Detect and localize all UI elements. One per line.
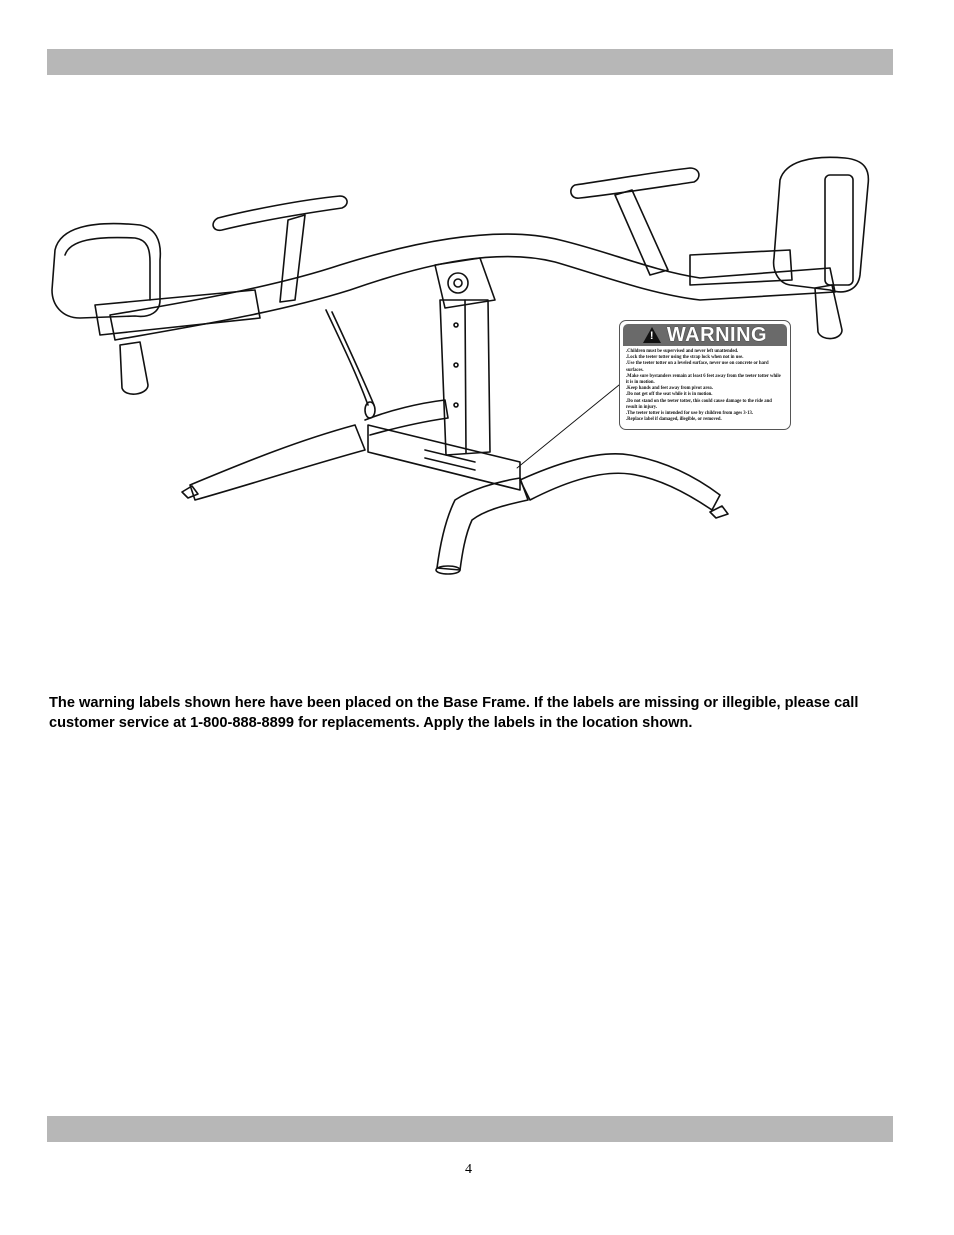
warning-line: .Make sure bystanders remain at least 6 … [626, 373, 781, 386]
warning-label-title: WARNING [666, 323, 768, 346]
left-handle-bar [212, 195, 348, 232]
left-seat-back [51, 222, 162, 319]
warning-label-lines: .Children must be supervised and never l… [626, 349, 784, 423]
right-handle-bar [570, 167, 700, 199]
warning-line: .The teeter totter is intended for use b… [626, 411, 754, 417]
main-beam [109, 233, 836, 341]
warning-label-header: WARNING [623, 324, 787, 346]
instructions-paragraph: The warning labels shown here have been … [49, 695, 859, 731]
right-seat-pad [689, 249, 793, 286]
warning-line: .Lock the teeter totter using the strap … [626, 355, 744, 361]
right-seat-back [772, 156, 870, 293]
strap-lock [325, 309, 375, 406]
warning-line: .Do not get off the seat while it is in … [626, 392, 713, 398]
label-leader-line [516, 384, 620, 469]
left-seat-pad [94, 289, 261, 336]
page-number: 4 [465, 1162, 472, 1177]
base-tube-right [519, 453, 721, 511]
base-leg-front [436, 477, 529, 571]
base-tube-left [189, 424, 366, 501]
warning-line: .Do not stand on the teeter totter, this… [626, 398, 772, 410]
base-crossbar [367, 424, 521, 491]
warning-line: .Keep hands and feet away from pivot are… [626, 386, 713, 392]
warning-line: .Replace label if damaged, illegible, or… [626, 417, 722, 423]
header-bar [47, 49, 893, 75]
center-post [439, 299, 491, 456]
warning-line: .Use the teeter totter on a leveled surf… [626, 361, 769, 373]
left-handle-post [279, 214, 306, 303]
footer-bar [47, 1116, 893, 1142]
right-handle-post [614, 189, 669, 276]
teeter-totter-illustration [51, 156, 870, 575]
base-tube-left-rear [364, 399, 449, 436]
warning-triangle-icon [642, 327, 661, 343]
warning-line: .Children must be supervised and never l… [626, 349, 739, 354]
warning-label: WARNING .Children must be supervised and… [619, 320, 791, 430]
